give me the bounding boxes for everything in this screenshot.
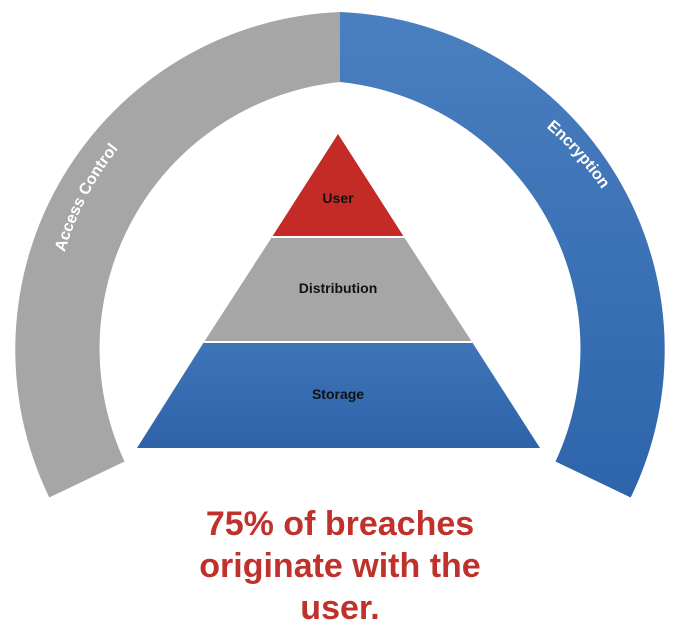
pyramid-tier-storage (137, 342, 540, 448)
pyramid-label-user: User (322, 190, 354, 206)
pyramid-label-distribution: Distribution (299, 280, 378, 296)
access-control-arc (15, 12, 340, 498)
encryption-arc (340, 12, 665, 498)
callout-line: originate with the (199, 547, 481, 585)
callout-line: 75% of breaches (205, 505, 475, 543)
pyramid-tier-distribution (204, 237, 472, 342)
callout-line: user. (300, 589, 380, 627)
breach-statistic-callout: 75% of breaches originate with the user. (90, 503, 590, 629)
pyramid-tier-user (272, 134, 404, 237)
pyramid-label-storage: Storage (312, 386, 364, 402)
